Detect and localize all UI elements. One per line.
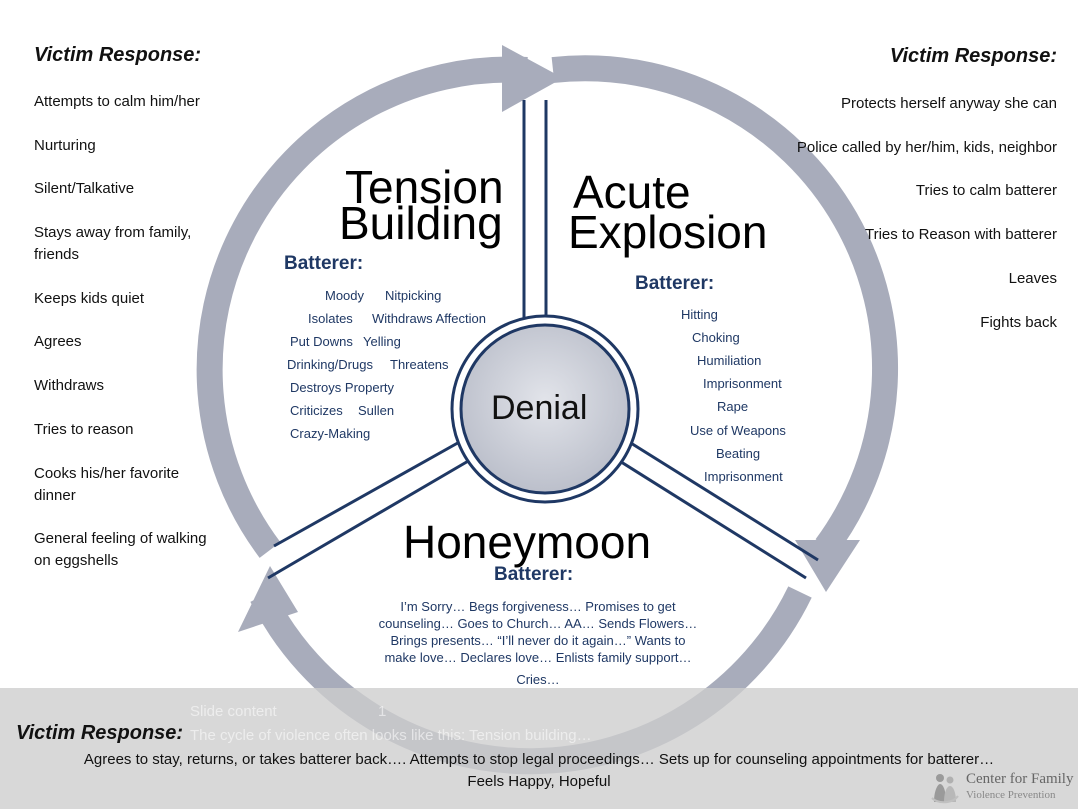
victim-left-item: Attempts to calm him/her: [34, 93, 200, 110]
victim-response-right-title: Victim Response:: [889, 45, 1057, 67]
tension-batterer-item: Sullen: [358, 403, 395, 418]
explosion-batterer-item: Rape: [717, 399, 749, 414]
victim-left-item: dinner: [34, 487, 76, 504]
tension-batterer-item: Criticizes: [290, 403, 343, 418]
ring-arc-right: [551, 55, 898, 555]
explosion-batterer-heading: Batterer:: [635, 273, 715, 294]
victim-response-bottom-line1: Agrees to stay, returns, or takes batter…: [83, 751, 995, 768]
arrowhead-top: [502, 45, 563, 112]
honeymoon-cries: Cries…: [516, 672, 560, 687]
victim-right-item: Tries to calm batterer: [915, 182, 1057, 199]
honeymoon-batterer-heading: Batterer:: [494, 564, 574, 585]
honeymoon-line: counseling… Goes to Church… AA… Sends Fl…: [378, 616, 698, 631]
victim-left-item: General feeling of walking: [34, 530, 207, 547]
logo: Center for Family Violence Prevention: [930, 770, 1078, 806]
tension-batterer-item: Crazy-Making: [290, 426, 371, 441]
logo-line2: Violence Prevention: [966, 789, 1056, 801]
explosion-batterer-item: Use of Weapons: [690, 423, 786, 438]
arrowhead-right: [795, 540, 860, 592]
victim-left-item: Cooks his/her favorite: [34, 465, 180, 482]
spoke-left: [267, 438, 471, 580]
ghost-text: Slide content: [190, 703, 277, 720]
honeymoon-title: Honeymoon: [403, 516, 652, 568]
explosion-batterer-item: Imprisonment: [704, 469, 783, 484]
arrowhead-left: [238, 566, 298, 632]
victim-response-left-title: Victim Response:: [34, 44, 202, 66]
tension-batterer-item: Threatens: [390, 357, 449, 372]
tension-batterer-item: Withdraws Affection: [372, 311, 486, 326]
ring-arc-left: [196, 56, 528, 558]
tension-title-line2: Building: [339, 197, 503, 249]
honeymoon-line: Brings presents… “I’ll never do it again…: [390, 633, 686, 648]
ghost-text: The cycle of violence often looks like t…: [190, 727, 592, 744]
victim-response-bottom-title: Victim Response:: [16, 722, 184, 744]
victim-response-bottom-line2: Feels Happy, Hopeful: [467, 773, 611, 790]
explosion-batterer-item: Beating: [716, 446, 761, 461]
victim-left-item: Silent/Talkative: [34, 180, 135, 197]
tension-batterer-item: Yelling: [363, 334, 401, 349]
tension-batterer-item: Nitpicking: [385, 288, 442, 303]
tension-title-line1: Tension: [345, 161, 504, 213]
honeymoon-line: make love… Declares love… Enlists family…: [384, 650, 692, 665]
spoke-top: [522, 100, 548, 330]
denial-label: Denial: [491, 389, 588, 427]
spoke-right: [617, 438, 819, 580]
victim-left-item: friends: [34, 246, 80, 263]
victim-right-item: Tries to Reason with batterer: [864, 226, 1057, 243]
family-icon: [931, 774, 959, 804]
honeymoon-line: I’m Sorry… Begs forgiveness… Promises to…: [400, 599, 676, 614]
victim-left-item: on eggshells: [34, 552, 119, 569]
victim-left-item: Agrees: [34, 333, 82, 350]
logo-line1: Center for Family: [966, 771, 1074, 787]
explosion-batterer-item: Choking: [692, 330, 740, 345]
explosion-title-line1: Acute: [573, 166, 691, 218]
victim-right-item: Leaves: [1008, 270, 1057, 287]
victim-left-item: Nurturing: [34, 137, 96, 154]
ghost-text: 1: [378, 703, 387, 720]
victim-left-item: Withdraws: [34, 377, 105, 394]
tension-batterer-item: Isolates: [308, 311, 353, 326]
center-circle: [459, 323, 631, 495]
explosion-title-line2: Explosion: [568, 206, 768, 258]
honeymoon-description: I’m Sorry… Begs forgiveness… Promises to…: [370, 598, 706, 666]
victim-left-item: Stays away from family,: [34, 224, 192, 241]
tension-batterer-item: Drinking/Drugs: [287, 357, 373, 372]
explosion-batterer-item: Humiliation: [697, 353, 762, 368]
victim-right-item: Protects herself anyway she can: [841, 95, 1057, 112]
caption-overlay-band: [0, 688, 1078, 809]
tension-batterer-item: Put Downs: [290, 334, 353, 349]
victim-left-item: Keeps kids quiet: [34, 290, 145, 307]
victim-left-item: Tries to reason: [34, 421, 134, 438]
tension-batterer-item: Destroys Property: [290, 380, 395, 395]
tension-batterer-item: Moody: [325, 288, 365, 303]
explosion-batterer-item: Imprisonment: [703, 376, 782, 391]
victim-right-item: Fights back: [980, 314, 1057, 331]
tension-batterer-heading: Batterer:: [284, 253, 364, 274]
explosion-batterer-item: Hitting: [681, 307, 718, 322]
victim-right-item: Police called by her/him, kids, neighbor: [796, 139, 1057, 156]
